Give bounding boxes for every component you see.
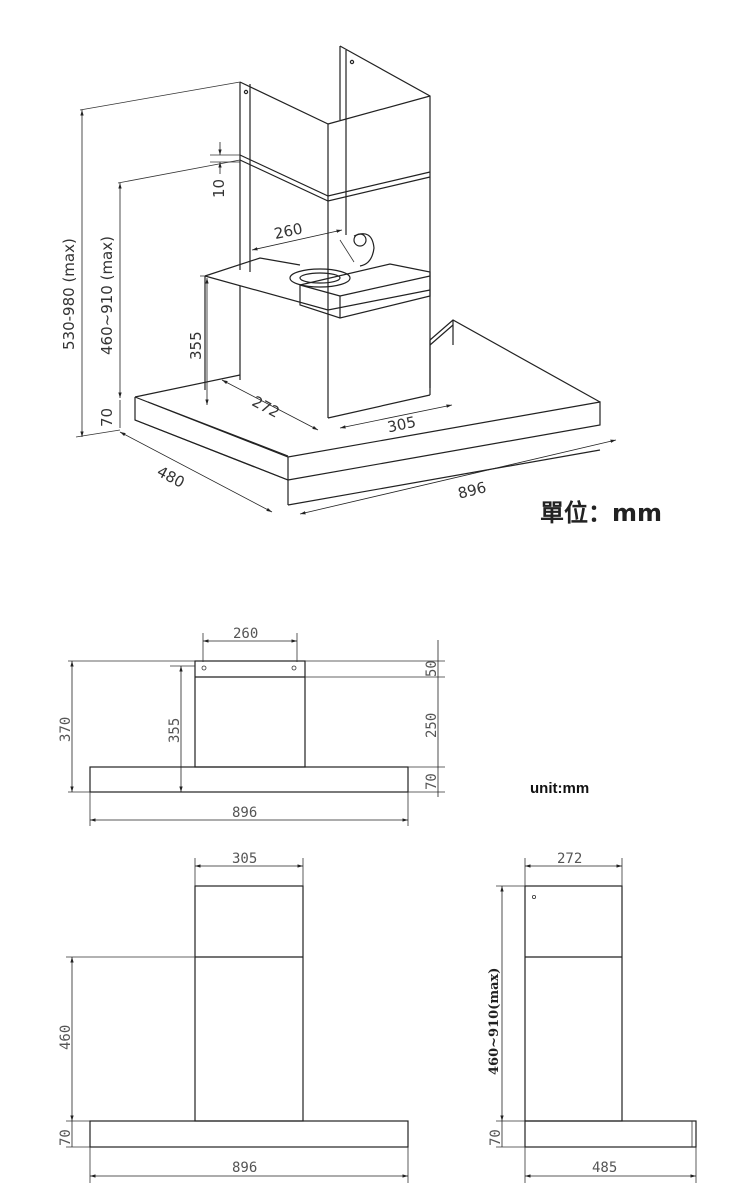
front-body-height-label: 355: [167, 718, 183, 743]
side-a-height-label: 460: [58, 1025, 74, 1050]
iso-gap-label: 10: [210, 179, 228, 198]
iso-dimensions: 530-980 (max) 460~910 (max) 70 10 260 35…: [60, 81, 617, 515]
front-view: 260 370 355 50 250 70 896 unit:mm: [58, 626, 589, 826]
side-view-a: 305 460 70 896: [58, 851, 409, 1183]
side-view-b: 272 460~910(max) 70 485: [487, 851, 697, 1183]
iso-base-height-label: 70: [98, 408, 116, 427]
side-b-height-label: 460~910(max): [487, 968, 502, 1075]
front-width-label: 896: [232, 805, 257, 821]
isometric-view: 530-980 (max) 460~910 (max) 70 10 260 35…: [60, 45, 662, 527]
iso-width-label: 896: [456, 478, 488, 502]
iso-depth-inner-label: 272: [249, 392, 283, 421]
side-a-base: [89, 1120, 409, 1148]
side-a-chimney: [194, 885, 304, 1122]
chimney: [239, 45, 431, 418]
front-mid-seg-label: 250: [424, 713, 440, 738]
side-a-base-height-label: 70: [58, 1129, 74, 1146]
side-b-chimney: [524, 885, 623, 1122]
iso-unit-label: 單位：mm: [540, 499, 662, 527]
front-unit-label: unit:mm: [530, 780, 589, 797]
iso-width-inner-label: 305: [386, 413, 418, 437]
side-b-base-height-label: 70: [488, 1129, 504, 1146]
front-total-height-label: 370: [58, 717, 74, 742]
side-a-width-label: 896: [232, 1160, 257, 1176]
iso-depth-label: 480: [154, 462, 188, 491]
side-b-width-label: 485: [592, 1160, 617, 1176]
front-top-width-label: 260: [233, 626, 258, 642]
side-a-top-width-label: 305: [232, 851, 257, 867]
front-base-seg-label: 70: [424, 773, 440, 790]
iso-body-height-label: 355: [187, 331, 205, 360]
iso-width-top-label: 260: [272, 219, 304, 243]
front-base: [89, 766, 409, 793]
side-b-base: [524, 1120, 697, 1148]
iso-total-height-label: 530-980 (max): [60, 238, 78, 350]
front-top-seg-label: 50: [424, 660, 440, 677]
side-b-top-width-label: 272: [557, 851, 582, 867]
iso-chimney-height-label: 460~910 (max): [98, 236, 116, 355]
hood-body: [204, 233, 431, 390]
